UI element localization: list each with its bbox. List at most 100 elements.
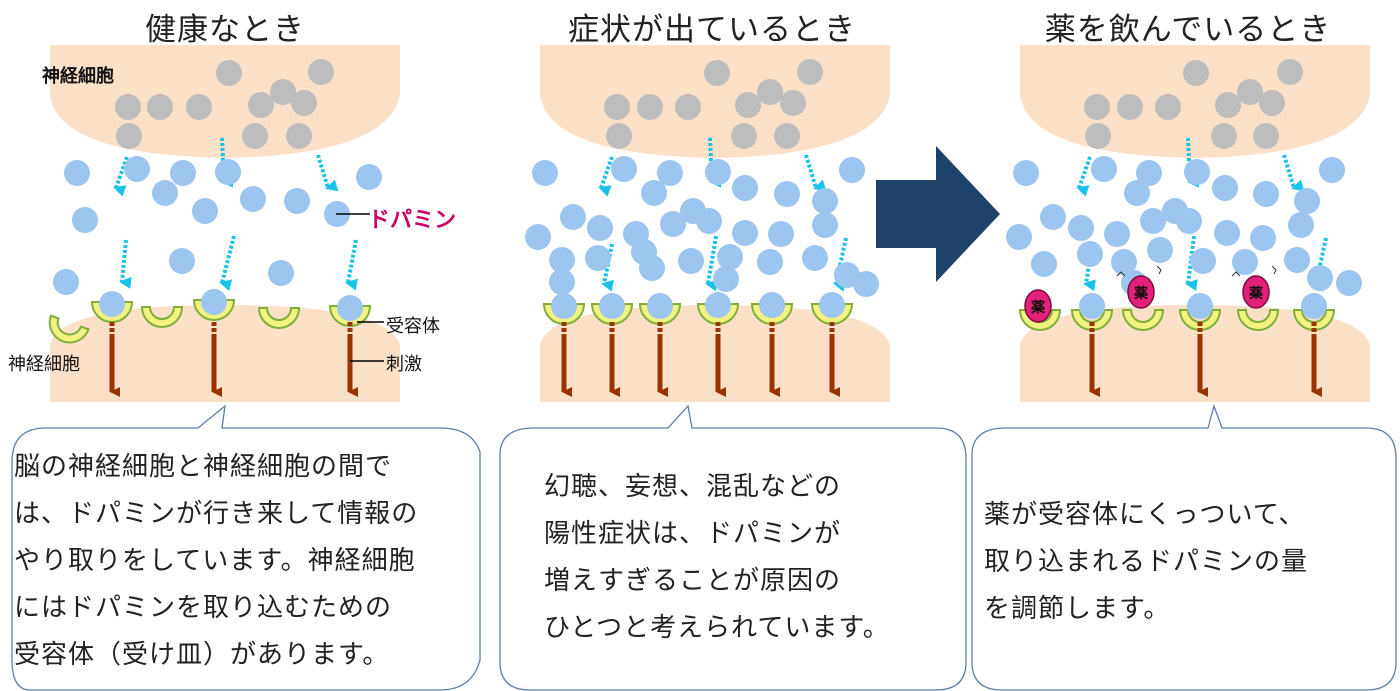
vesicle — [774, 123, 800, 149]
dopamine-molecule — [1319, 157, 1345, 183]
bubble-text-symptoms: 幻聴、妄想、混乱などの 陽性症状は、ドパミンが 増えすぎることが原因の ひとつと… — [544, 464, 890, 652]
bubble-line: 薬が受容体にくっついて、 — [984, 500, 1306, 530]
vesicle — [242, 123, 268, 149]
vesicle — [780, 90, 806, 116]
bubble-line: 陽性症状は、ドパミンが — [544, 519, 842, 549]
dopamine-molecule — [660, 211, 686, 237]
dopamine-molecule — [1068, 215, 1094, 241]
dopamine-molecule — [812, 188, 838, 214]
dopamine-molecule — [192, 198, 218, 224]
dopamine-molecule — [657, 160, 683, 186]
dopamine-molecule — [1140, 208, 1166, 234]
dopamine-molecule — [1284, 247, 1310, 273]
panel-title-symptoms: 症状が出ているとき — [568, 12, 856, 48]
vesicle — [606, 123, 632, 149]
vesicle — [1215, 92, 1241, 118]
drug-label: 薬 — [1134, 285, 1148, 302]
vesicle — [1259, 90, 1285, 116]
vesicle — [1117, 94, 1143, 120]
dopamine-molecule — [768, 221, 794, 247]
dopamine-molecule — [839, 157, 865, 183]
drug-molecule — [1024, 289, 1052, 323]
label-neuron-bottom: 神経細胞 — [8, 354, 80, 375]
dopamine-molecule — [732, 175, 758, 201]
dopamine-molecule — [1176, 208, 1202, 234]
receptor — [1121, 309, 1165, 331]
dopamine-molecule — [1124, 180, 1150, 206]
dopamine-molecule — [1250, 225, 1276, 251]
release-arrow — [804, 154, 827, 192]
dopamine-bound — [705, 292, 731, 318]
dopamine-molecule — [1111, 249, 1137, 275]
vesicle — [731, 123, 757, 149]
dopamine-bound — [759, 292, 785, 318]
vesicle — [270, 79, 296, 105]
release-arrow — [1076, 156, 1092, 197]
dopamine-molecule — [1006, 224, 1032, 250]
dopamine-molecule — [732, 220, 758, 246]
bubble-line: 増えすぎることが原因の — [544, 566, 842, 596]
dopamine-molecule — [549, 247, 575, 273]
vesicle — [1084, 94, 1110, 120]
dopamine-molecule — [1077, 241, 1103, 267]
dopamine-molecule — [1147, 237, 1173, 263]
dopamine-molecule — [284, 188, 310, 214]
dopamine-molecule — [1136, 160, 1162, 186]
bubble-text-medication: 薬が受容体にくっついて、 取り込まれるドパミンの量 を調節します。 — [984, 492, 1308, 633]
vesicle — [286, 123, 312, 149]
receptor — [140, 306, 184, 328]
postsynaptic-cell — [50, 305, 400, 402]
vesicle — [216, 60, 242, 86]
panel-title-healthy: 健康なとき — [145, 12, 305, 48]
vesicle — [1155, 94, 1181, 120]
receptor — [1236, 309, 1280, 331]
release-arrow — [119, 239, 132, 289]
vesicle — [1085, 123, 1111, 149]
dopamine-molecule — [1031, 251, 1057, 277]
receptor — [1178, 309, 1222, 331]
dopamine-molecule — [812, 212, 838, 238]
vesicle — [604, 94, 630, 120]
dopamine-molecule — [525, 224, 551, 250]
postsynaptic-cell — [1020, 305, 1370, 402]
release-arrow — [833, 237, 848, 292]
dopamine-molecule — [169, 248, 195, 274]
label-stimulus: 刺激 — [386, 354, 422, 375]
vesicle — [1211, 123, 1237, 149]
dopamine-molecule — [774, 181, 800, 207]
vesicle — [735, 92, 761, 118]
bubble-line: は、ドパミンが行き来して情報の — [14, 499, 419, 529]
dopamine-molecule — [64, 160, 90, 186]
dopamine-molecule — [1253, 181, 1279, 207]
dopamine-molecule — [215, 159, 241, 185]
dopamine-bound — [551, 293, 577, 319]
dopamine-bound — [1079, 293, 1105, 319]
speech-bubble-healthy — [11, 404, 481, 691]
receptor — [1070, 309, 1114, 331]
vesicle — [637, 94, 663, 120]
vesicle — [308, 59, 334, 85]
release-arrow — [345, 239, 358, 291]
dopamine-molecule — [705, 159, 731, 185]
dopamine-bound — [1301, 293, 1327, 319]
receptor — [257, 307, 301, 329]
release-arrow — [1282, 154, 1305, 192]
vesicle — [147, 94, 173, 120]
vesicle — [248, 92, 274, 118]
bubble-line: ひとつと考えられています。 — [544, 613, 890, 643]
dopamine-molecule — [240, 186, 266, 212]
dopamine-molecule — [53, 269, 79, 295]
vesicle — [116, 123, 142, 149]
dopamine-molecule — [717, 244, 743, 270]
receptor — [1292, 309, 1336, 331]
dopamine-molecule — [1013, 160, 1039, 186]
dopamine-molecule — [853, 271, 879, 297]
dopamine-molecule — [757, 249, 783, 275]
vesicle — [115, 94, 141, 120]
drug-molecule — [1127, 275, 1155, 309]
release-arrow — [598, 156, 614, 197]
dopamine-molecule — [1288, 212, 1314, 238]
dopamine-molecule — [1212, 175, 1238, 201]
speech-bubble-medication — [971, 403, 1397, 691]
